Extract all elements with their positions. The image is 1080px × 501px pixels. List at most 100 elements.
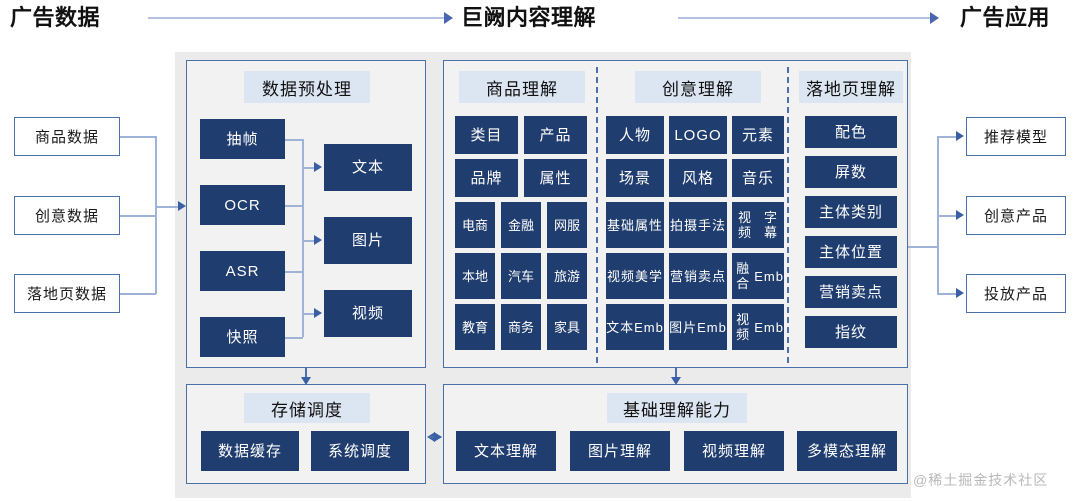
preprocess-bus-lower (302, 239, 304, 337)
preprocess-title: 数据预处理 (244, 71, 370, 103)
preprocess-link-src1 (285, 205, 303, 207)
foundation-chip-0[interactable]: 文本理解 (456, 431, 556, 471)
landing-chip-2[interactable]: 主体类别 (805, 196, 897, 228)
section-title-landing: 落地页理解 (799, 71, 903, 103)
landing-chip-5[interactable]: 指纹 (805, 316, 897, 348)
input-box-0[interactable]: 商品数据 (14, 117, 120, 156)
preprocess-modality-2[interactable]: 视频 (324, 290, 412, 337)
landing-chip-0[interactable]: 配色 (805, 116, 897, 148)
preprocess-source-3[interactable]: 快照 (200, 317, 285, 357)
preprocess-source-2[interactable]: ASR (200, 251, 285, 291)
input-connector-2 (120, 293, 156, 295)
product-chip-ecommerce[interactable]: 电商 (455, 202, 495, 248)
creative-chip-person[interactable]: 人物 (606, 116, 664, 154)
input-connector-1 (120, 215, 156, 217)
preprocess-out-text (302, 167, 316, 169)
product-chip-brand[interactable]: 品牌 (455, 159, 518, 197)
input-bus-vertical (155, 136, 157, 294)
preprocess-source-0[interactable]: 抽帧 (200, 119, 285, 159)
foundation-panel: 基础理解能力 文本理解 图片理解 视频理解 多模态理解 (443, 384, 908, 484)
output-connector-2 (937, 293, 959, 295)
storage-chip-1[interactable]: 系统调度 (311, 431, 409, 471)
foundation-chip-3[interactable]: 多模态理解 (797, 431, 897, 471)
product-chip-category[interactable]: 类目 (455, 116, 518, 154)
product-chip-webservice[interactable]: 网服 (547, 202, 587, 248)
preprocess-source-1[interactable]: OCR (200, 185, 285, 225)
creative-chip-music[interactable]: 音乐 (732, 159, 784, 197)
product-chip-travel[interactable]: 旅游 (547, 253, 587, 299)
understanding-panel: 商品理解 创意理解 落地页理解 类目 产品 品牌 属性 电商 金融 网服 本地 … (443, 60, 908, 368)
creative-chip-basic-attribute[interactable]: 基础属性 (606, 202, 664, 248)
input-bus-arrow (178, 201, 186, 211)
foundation-chip-2[interactable]: 视频理解 (684, 431, 784, 471)
header-left: 广告数据 (10, 5, 101, 30)
foundation-chip-1[interactable]: 图片理解 (570, 431, 670, 471)
header-arrow-head-left (444, 12, 453, 24)
output-arrow-2 (956, 288, 964, 298)
preprocess-link-src3 (285, 337, 303, 339)
preprocess-modality-0[interactable]: 文本 (324, 144, 412, 191)
output-arrow-0 (956, 131, 964, 141)
product-chip-attribute[interactable]: 属性 (524, 159, 587, 197)
divider-creative-landing (787, 67, 789, 363)
landing-chip-1[interactable]: 屏数 (805, 156, 897, 188)
creative-chip-logo[interactable]: LOGO (669, 116, 727, 154)
section-title-product: 商品理解 (459, 71, 585, 103)
creative-chip-video-subtitle[interactable]: 视频字幕 (732, 202, 784, 248)
product-chip-auto[interactable]: 汽车 (501, 253, 541, 299)
output-box-0[interactable]: 推荐模型 (966, 117, 1066, 156)
creative-chip-marketing-point[interactable]: 营销卖点 (669, 253, 727, 299)
storage-chip-0[interactable]: 数据缓存 (201, 431, 299, 471)
input-connector-0 (120, 136, 156, 138)
output-connector-0 (937, 136, 959, 138)
header-arrow-line-left (148, 17, 444, 19)
preprocess-link-src2 (285, 271, 303, 273)
output-box-2[interactable]: 投放产品 (966, 274, 1066, 313)
product-chip-product[interactable]: 产品 (524, 116, 587, 154)
preprocess-to-storage-arrow (301, 377, 311, 385)
preprocess-bus-upper (302, 139, 304, 271)
product-chip-education[interactable]: 教育 (455, 304, 495, 350)
landing-chip-4[interactable]: 营销卖点 (805, 276, 897, 308)
preprocess-panel: 数据预处理 抽帧 OCR ASR 快照 文本 图片 视频 (186, 60, 426, 368)
input-box-2[interactable]: 落地页数据 (14, 274, 120, 313)
creative-chip-scene[interactable]: 场景 (606, 159, 664, 197)
output-arrow-1 (956, 210, 964, 220)
header-arrow-head-right (930, 12, 939, 24)
foundation-title: 基础理解能力 (607, 393, 747, 423)
divider-product-creative (596, 67, 598, 363)
storage-panel: 存储调度 数据缓存 系统调度 (186, 384, 426, 484)
output-box-1[interactable]: 创意产品 (966, 196, 1066, 235)
input-box-1[interactable]: 创意数据 (14, 196, 120, 235)
product-chip-finance[interactable]: 金融 (501, 202, 541, 248)
understanding-to-foundation-line (675, 368, 677, 380)
understanding-to-foundation-arrow (671, 377, 681, 385)
storage-foundation-arrow-right (434, 432, 442, 442)
creative-chip-video-aesthetics[interactable]: 视频美学 (606, 253, 664, 299)
watermark: @稀土掘金技术社区 (913, 472, 1049, 488)
preprocess-arrow-video (314, 308, 322, 318)
creative-chip-element[interactable]: 元素 (732, 116, 784, 154)
preprocess-out-video (302, 313, 316, 315)
preprocess-modality-1[interactable]: 图片 (324, 217, 412, 264)
preprocess-to-storage-line (305, 368, 307, 380)
section-title-creative: 创意理解 (635, 71, 761, 103)
header-right: 广告应用 (960, 5, 1051, 30)
creative-chip-style[interactable]: 风格 (669, 159, 727, 197)
product-chip-local[interactable]: 本地 (455, 253, 495, 299)
output-bus-from-panel (908, 246, 938, 248)
preprocess-arrow-image (314, 235, 322, 245)
preprocess-link-src0 (285, 139, 303, 141)
header-arrow-line-right (678, 17, 930, 19)
output-connector-1 (937, 215, 959, 217)
product-chip-furniture[interactable]: 家具 (547, 304, 587, 350)
creative-chip-shooting-technique[interactable]: 拍摄手法 (669, 202, 727, 248)
landing-chip-3[interactable]: 主体位置 (805, 236, 897, 268)
product-chip-business[interactable]: 商务 (501, 304, 541, 350)
storage-title: 存储调度 (244, 393, 370, 423)
